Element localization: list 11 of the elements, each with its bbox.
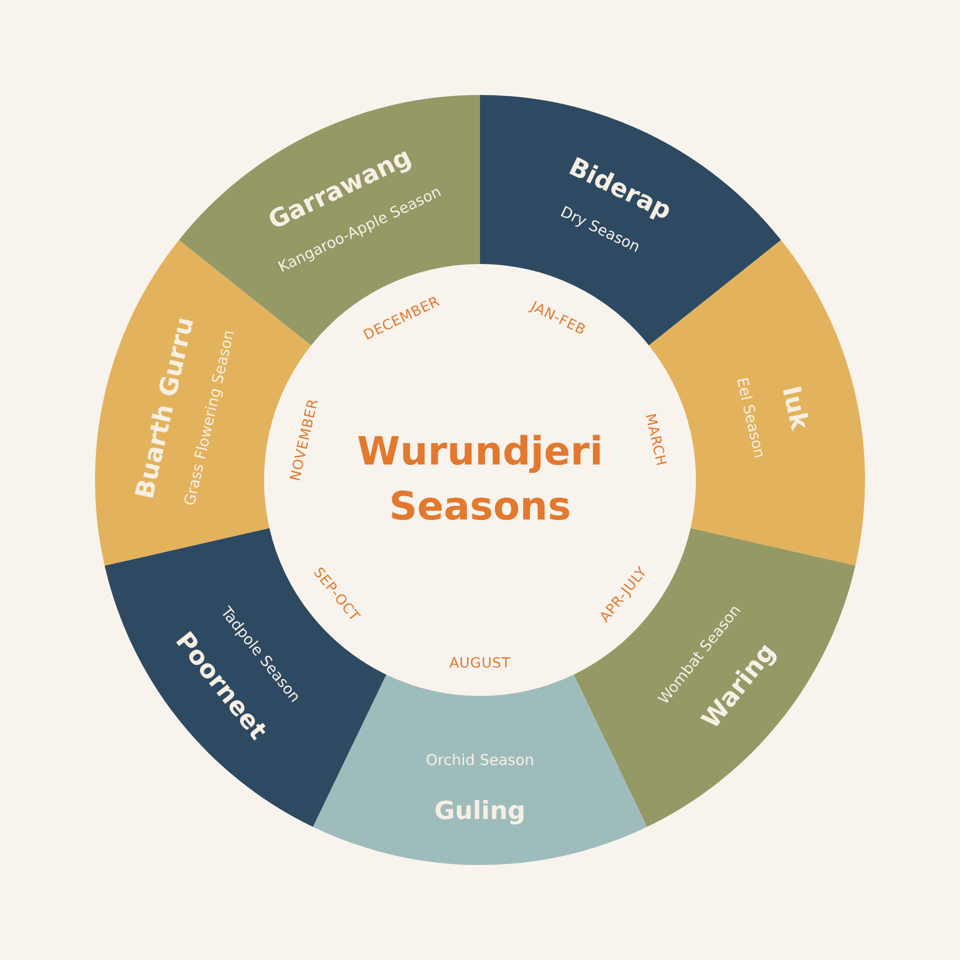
diagram-title: Wurundjeri Seasons [357, 428, 603, 531]
month-label: AUGUST [449, 656, 511, 672]
season-segment [312, 674, 648, 865]
season-segment [573, 528, 856, 827]
season-name: Guling [434, 798, 526, 824]
season-description: Orchid Season [426, 753, 534, 769]
month-label: MARCH [641, 412, 668, 468]
season-segment [480, 95, 782, 346]
season-description: Eel Season [733, 376, 767, 460]
season-name: Iuk [777, 384, 813, 432]
season-segment [104, 528, 387, 827]
